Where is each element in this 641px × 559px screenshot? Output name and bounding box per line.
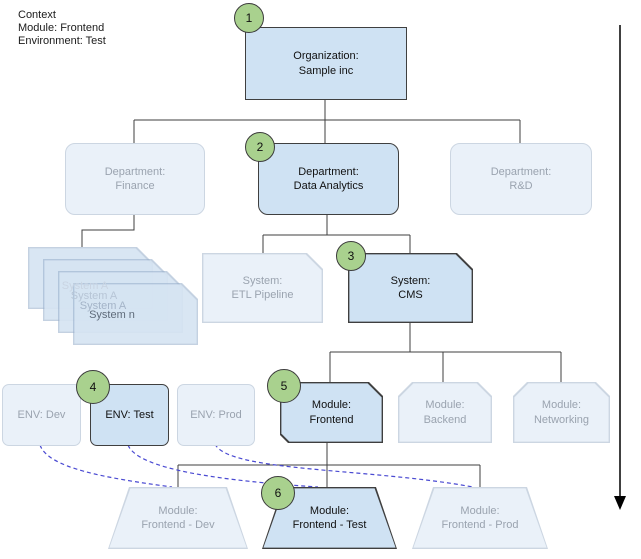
node-module-networking-label: Module: Networking: [533, 399, 590, 426]
context-title: Context: [18, 9, 56, 21]
node-department-rnd: Department: R&D: [450, 143, 592, 215]
node-system-etl-pipeline: System: ETL Pipeline: [202, 253, 323, 323]
node-system-stack-layer-4: [73, 283, 198, 345]
node-organization-label: Organization: Sample inc: [293, 50, 359, 77]
node-env-test-label: ENV: Test: [105, 408, 154, 421]
node-deploy-frontend-dev-label: Module: Frontend - Dev: [141, 504, 215, 531]
node-deploy-frontend-test: Module: Frontend - Test: [262, 487, 397, 549]
node-deploy-frontend-test-label: Module: Frontend - Test: [292, 504, 367, 531]
node-system-cms: System: CMS: [348, 253, 473, 323]
step-badge-1: 1: [234, 3, 264, 33]
node-module-frontend-label: Module: Frontend: [309, 399, 354, 426]
node-department-data-analytics-label: Department: Data Analytics: [293, 165, 364, 192]
system-stack-label-2: System A: [70, 290, 118, 302]
system-stack-label-4: System n: [89, 309, 135, 321]
node-deploy-frontend-prod-label: Module: Frontend - Prod: [441, 504, 519, 531]
node-system-etl-pipeline-label: System: ETL Pipeline: [231, 274, 294, 301]
system-stack-label-1: System A: [61, 280, 109, 292]
context-note: Context Module: Frontend Environment: Te…: [18, 9, 106, 48]
node-env-dev: ENV: Dev: [2, 384, 81, 446]
step-badge-4: 4: [76, 370, 110, 404]
node-deploy-frontend-prod: Module: Frontend - Prod: [412, 487, 548, 549]
node-system-cms-label: System: CMS: [390, 274, 431, 301]
step-badge-5: 5: [267, 369, 301, 403]
step-badge-2: 2: [245, 132, 275, 162]
node-env-prod-label: ENV: Prod: [190, 408, 242, 421]
step-badge-6: 6: [261, 476, 295, 510]
node-department-finance: Department: Finance: [65, 143, 205, 215]
context-module-line: Module: Frontend: [18, 22, 105, 34]
node-department-data-analytics: Department: Data Analytics: [258, 143, 399, 215]
node-module-frontend: Module: Frontend: [280, 382, 383, 443]
node-department-finance-label: Department: Finance: [104, 165, 166, 192]
step-badge-3: 3: [336, 241, 366, 271]
node-env-dev-label: ENV: Dev: [17, 408, 66, 421]
system-stack-label-3: System A: [79, 300, 127, 312]
node-module-backend: Module: Backend: [398, 382, 492, 443]
node-env-prod: ENV: Prod: [177, 384, 255, 446]
node-module-backend-label: Module: Backend: [423, 399, 467, 426]
node-module-networking: Module: Networking: [513, 382, 610, 443]
tree-connector-lines: [81, 98, 562, 487]
node-department-rnd-label: Department: R&D: [490, 165, 552, 192]
node-deploy-frontend-dev: Module: Frontend - Dev: [108, 487, 248, 549]
context-environment-line: Environment: Test: [18, 35, 106, 47]
timeline-arrow: [614, 25, 626, 510]
node-organization: Organization: Sample inc: [245, 27, 407, 100]
